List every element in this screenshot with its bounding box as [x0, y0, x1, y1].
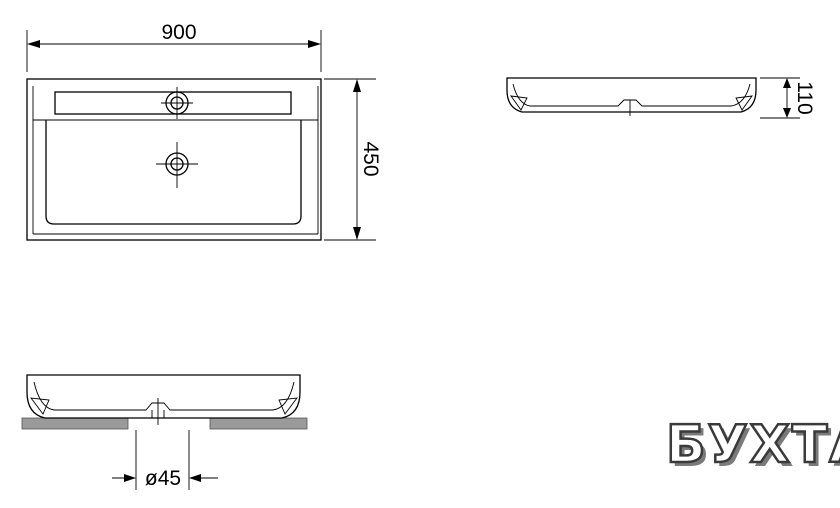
drain-diameter-dimension: ø45 [112, 430, 218, 490]
basin-inner-outline [45, 120, 302, 225]
width-value: 900 [161, 21, 196, 44]
drain-diameter-value: ø45 [145, 467, 181, 490]
top-view-outline [26, 78, 322, 241]
top-view [26, 78, 322, 241]
tap-hole [161, 87, 193, 119]
front-view [21, 374, 308, 430]
height-value: 110 [793, 81, 816, 114]
width-dimension: 900 [26, 21, 322, 72]
mounting-surface-right [209, 417, 308, 430]
brand-logo: БУХТА БУХТА [665, 414, 840, 479]
depth-dimension: 450 [324, 78, 382, 241]
side-view [506, 77, 757, 116]
overflow-slot [54, 91, 292, 115]
height-dimension: 110 [760, 77, 816, 119]
drain-hole [156, 142, 198, 188]
mounting-surface-left [21, 417, 129, 430]
side-view-outline [506, 77, 757, 113]
logo-text: БУХТА [666, 415, 840, 475]
front-view-outline [26, 374, 301, 419]
logo-shadow-text: БУХТА [670, 419, 840, 479]
depth-value: 450 [359, 141, 382, 176]
